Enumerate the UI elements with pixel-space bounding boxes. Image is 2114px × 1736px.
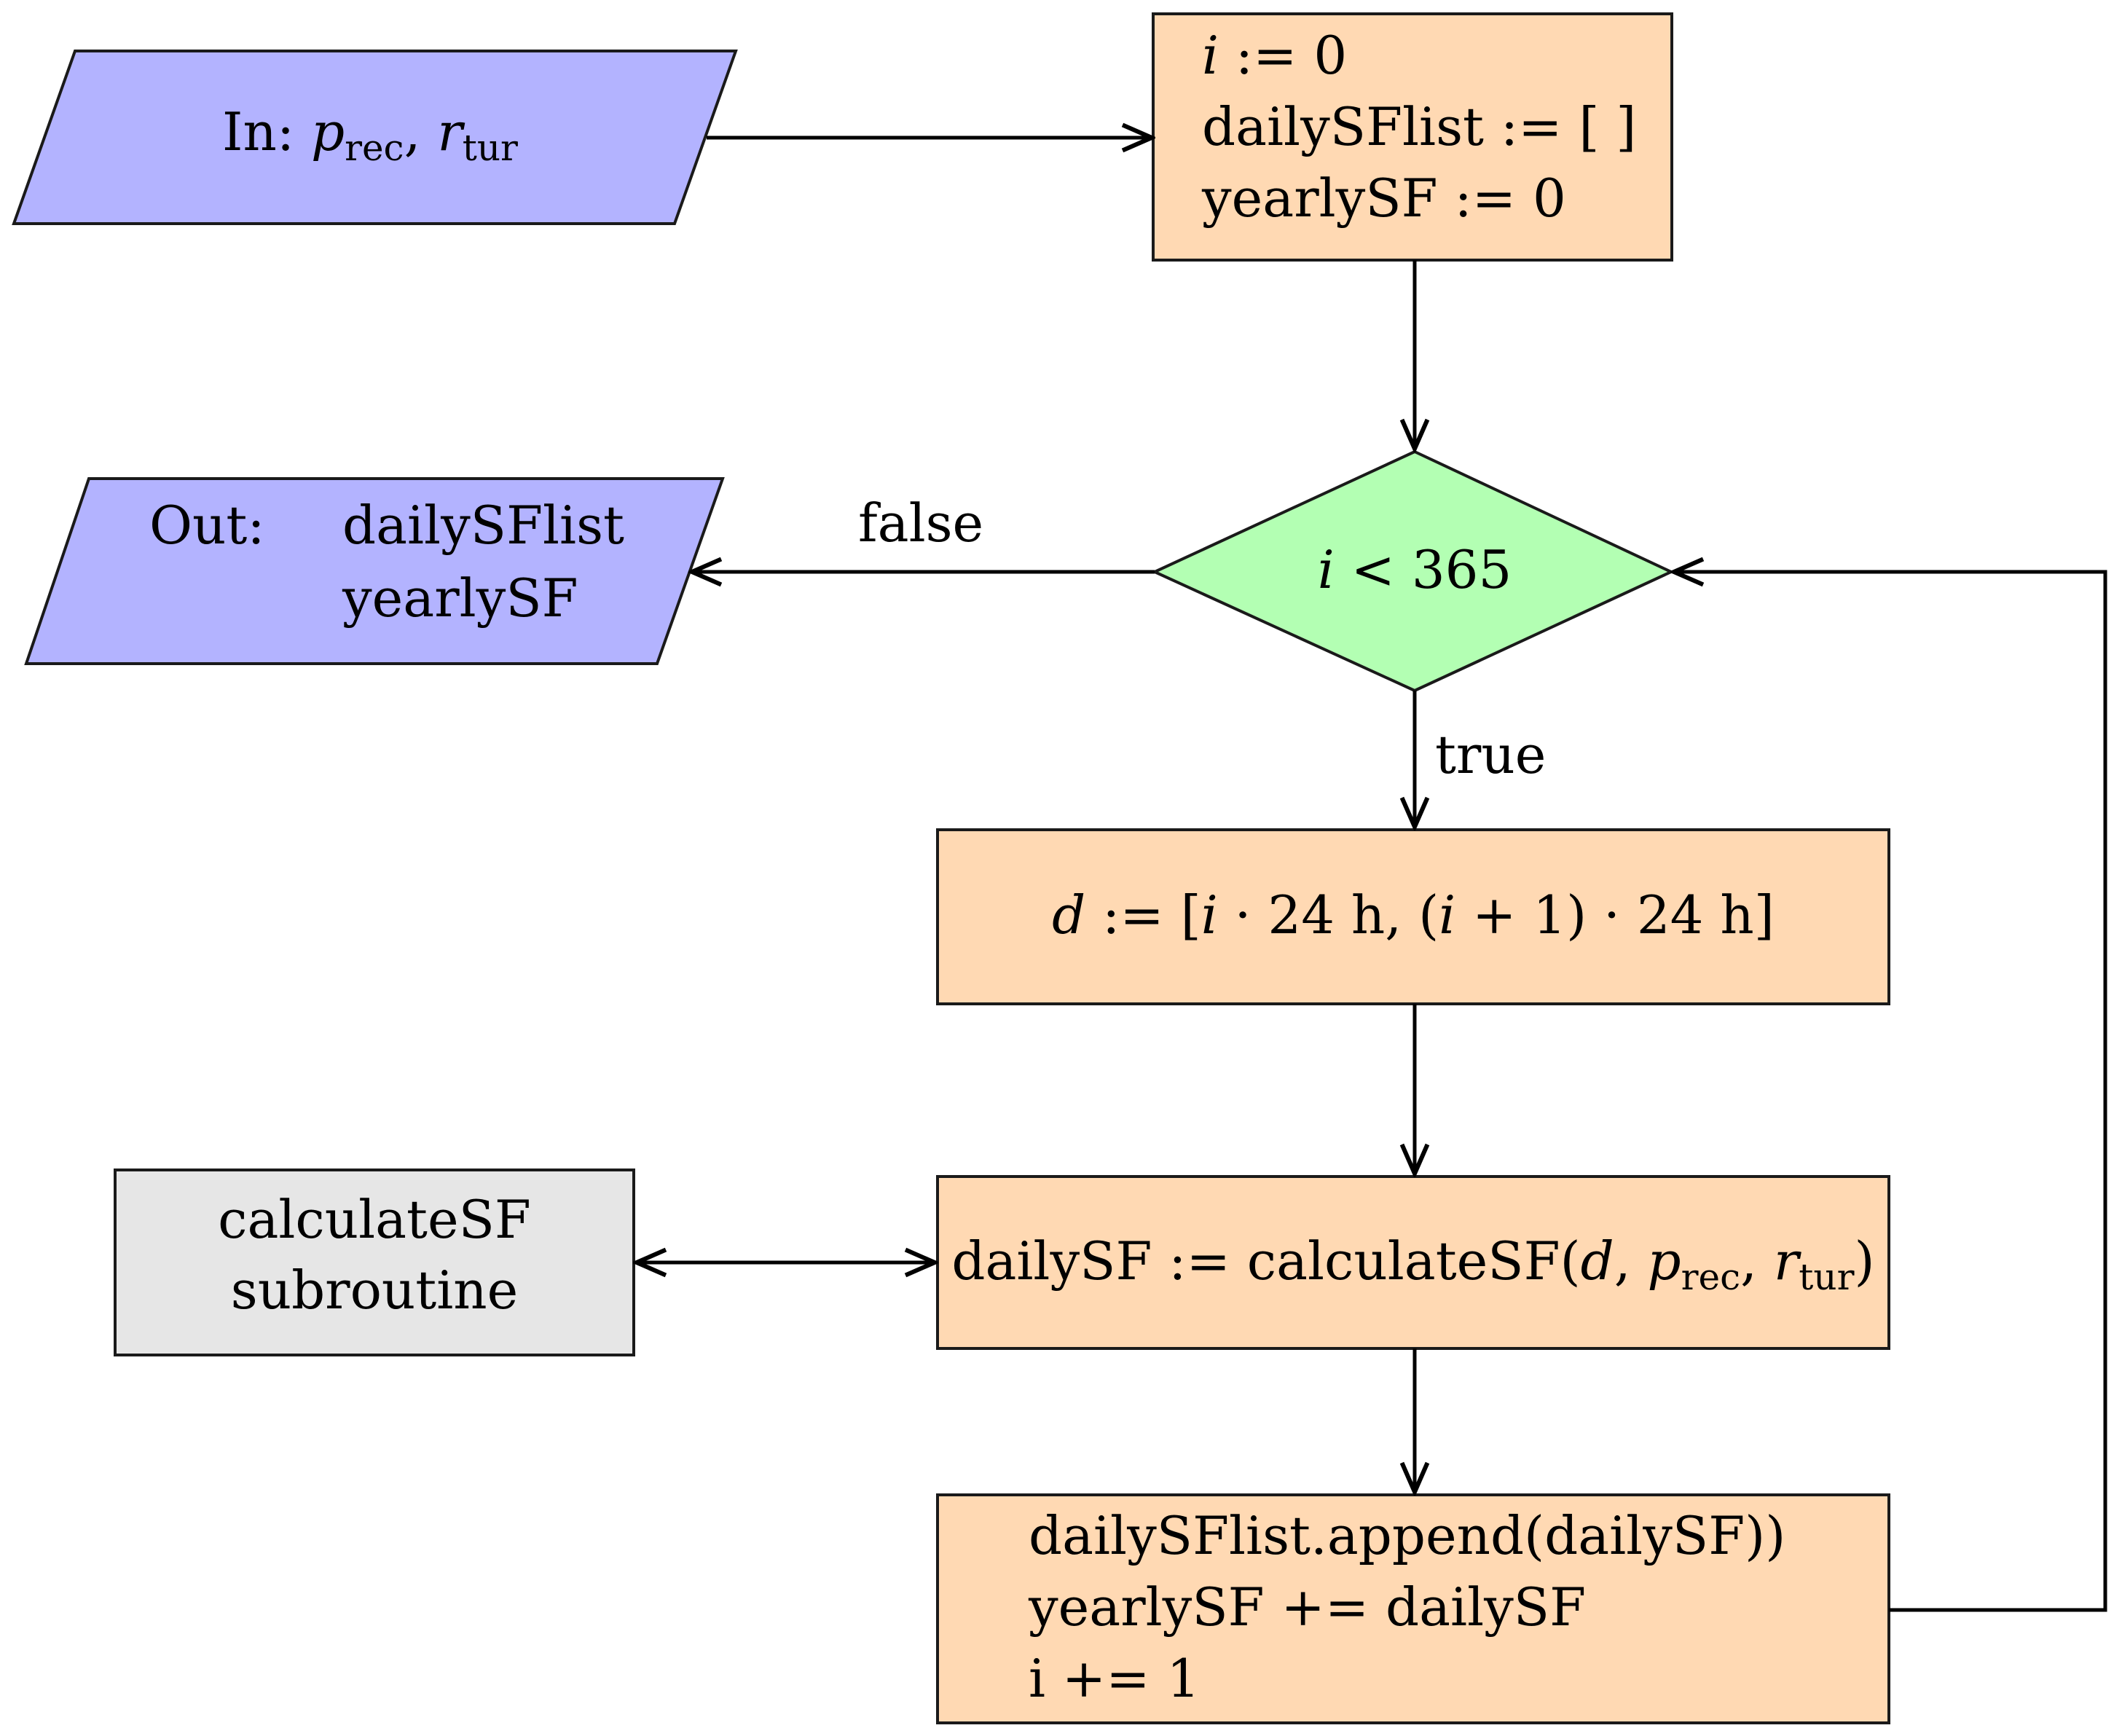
init-box <box>1152 12 1673 262</box>
decision-label: i < 365 <box>1238 536 1591 605</box>
edge-loop-back <box>1674 572 2107 1612</box>
interval-part-2: + 1) · 24 h] <box>1472 884 1775 946</box>
subroutine-line-2: subroutine <box>230 1260 519 1321</box>
interval-d-var: d <box>1052 884 1086 946</box>
interval-part-1: · 24 h, ( <box>1234 884 1439 946</box>
init-line-1: i := 0 <box>1202 22 1347 90</box>
update-line-2: yearlySF += dailySF <box>1029 1576 1587 1638</box>
subroutine-box <box>114 1169 635 1356</box>
update-line-3: i += 1 <box>1029 1648 1201 1709</box>
calculate-d-var: d <box>1580 1230 1614 1292</box>
input-p-var: p <box>310 101 345 162</box>
interval-i-var-1: i <box>1201 884 1218 946</box>
calculate-r-var: r <box>1773 1230 1799 1292</box>
update-line-1: dailySFlist.append(dailySF)) <box>1029 1505 1786 1566</box>
calculate-box <box>936 1175 1890 1350</box>
subroutine-line-1: calculateSF <box>218 1189 531 1250</box>
input-prefix: In: <box>222 101 295 162</box>
output-line-2: yearlySF <box>342 567 578 629</box>
decision-var: i <box>1317 539 1335 600</box>
false-edge-label: false <box>858 492 984 554</box>
output-parallelogram <box>24 477 725 665</box>
init-i-var: i <box>1202 25 1219 86</box>
input-label: In: prec, rtur <box>222 98 518 172</box>
true-edge-label: true <box>1435 724 1547 785</box>
calculate-comma-1: , <box>1614 1230 1631 1292</box>
output-line-1: dailySFlist <box>342 495 624 556</box>
input-r-var: r <box>437 101 463 162</box>
init-line-3: yearlySF := 0 <box>1202 168 1566 229</box>
init-i-value: := 0 <box>1235 25 1348 86</box>
input-p-subscript: rec <box>345 127 404 169</box>
calculate-close: ) <box>1854 1230 1875 1292</box>
calculate-r-subscript: tur <box>1799 1256 1855 1298</box>
calculate-comma-2: , <box>1740 1230 1757 1292</box>
update-box <box>936 1493 1890 1724</box>
output-prefix: Out: <box>149 495 265 556</box>
interval-box <box>936 828 1890 1005</box>
interval-i-var-2: i <box>1439 884 1456 946</box>
calculate-p-var: p <box>1647 1230 1681 1292</box>
calculate-label: dailySF := calculateSF(d, prec, rtur) <box>938 1228 1889 1301</box>
init-line-2: dailySFlist := [ ] <box>1202 96 1637 157</box>
calculate-p-subscript: rec <box>1681 1256 1741 1298</box>
input-parallelogram <box>12 50 738 225</box>
interval-label: d := [i · 24 h, (i + 1) · 24 h] <box>938 881 1889 950</box>
calculate-lead: dailySF := calculateSF( <box>951 1230 1581 1292</box>
input-comma: , <box>404 101 421 162</box>
decision-condition: < 365 <box>1351 539 1512 600</box>
interval-assign: := [ <box>1102 884 1201 946</box>
input-r-subscript: tur <box>462 127 518 169</box>
